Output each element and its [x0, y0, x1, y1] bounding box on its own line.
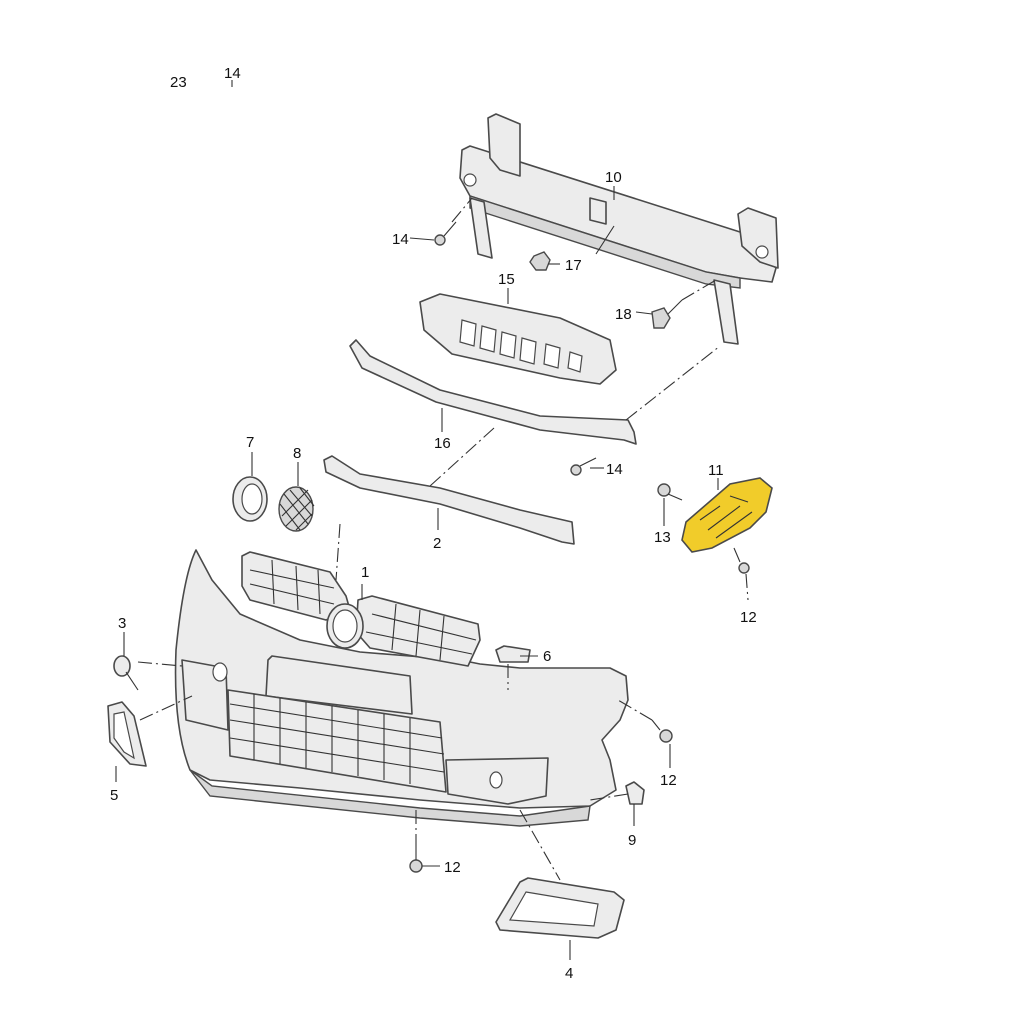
- part-12-screw-bottom: [409, 846, 423, 873]
- part-15-impact-absorber: [419, 293, 617, 385]
- callout-7: 7: [246, 434, 254, 451]
- part-14-screw-upper: [434, 221, 457, 246]
- callout-5: 5: [110, 787, 118, 804]
- part-1-bumper-cover: [174, 549, 629, 827]
- header-number-a: 23: [170, 74, 187, 91]
- callout-13: 13: [654, 529, 671, 546]
- callout-10: 10: [605, 169, 622, 186]
- part-17-nut: [529, 251, 551, 271]
- part-6-clip: [495, 645, 531, 663]
- part-13-screw: [657, 483, 683, 501]
- callout-9: 9: [628, 832, 636, 849]
- part-10-reinforcement-bar: [459, 113, 779, 345]
- callout-15: 15: [498, 271, 515, 288]
- part-11-guide-bracket: [681, 477, 773, 553]
- callout-12-bracket: 12: [740, 609, 757, 626]
- part-8-emblem-mesh: [278, 486, 315, 532]
- callout-4: 4: [565, 965, 573, 982]
- part-12-screw-bracket: [733, 547, 750, 574]
- part-14-screw-lower: [570, 457, 597, 476]
- part-4-right-fog-trim: [495, 877, 625, 939]
- part-7-emblem-ring: [232, 476, 268, 522]
- callout-2: 2: [433, 535, 441, 552]
- callout-6: 6: [543, 648, 551, 665]
- leader-lines: [115, 186, 719, 960]
- header-number-b: 14: [224, 65, 241, 82]
- part-16-upper-strip: [349, 339, 637, 445]
- callout-12-side: 12: [660, 772, 677, 789]
- callout-1: 1: [361, 564, 369, 581]
- part-5-left-fog-trim: [107, 701, 147, 767]
- callout-14-upper: 14: [392, 231, 409, 248]
- part-12-screw-side: [651, 719, 673, 743]
- part-9-clip: [625, 781, 645, 805]
- part-18-bolt: [651, 299, 683, 329]
- callout-labels: 1 2 3 4 5 6 7 8 9 10 11 12 12 12 13 14 1…: [110, 169, 757, 982]
- callout-12-bottom: 12: [444, 859, 461, 876]
- dash-lines: [137, 197, 749, 881]
- callout-18: 18: [615, 306, 632, 323]
- callout-16: 16: [434, 435, 451, 452]
- callout-14-lower: 14: [606, 461, 623, 478]
- part-3-tow-eye-cap: [113, 655, 139, 691]
- part-2-lower-strip: [323, 455, 575, 545]
- callout-3: 3: [118, 615, 126, 632]
- callout-17: 17: [565, 257, 582, 274]
- callout-8: 8: [293, 445, 301, 462]
- callout-11: 11: [708, 462, 724, 479]
